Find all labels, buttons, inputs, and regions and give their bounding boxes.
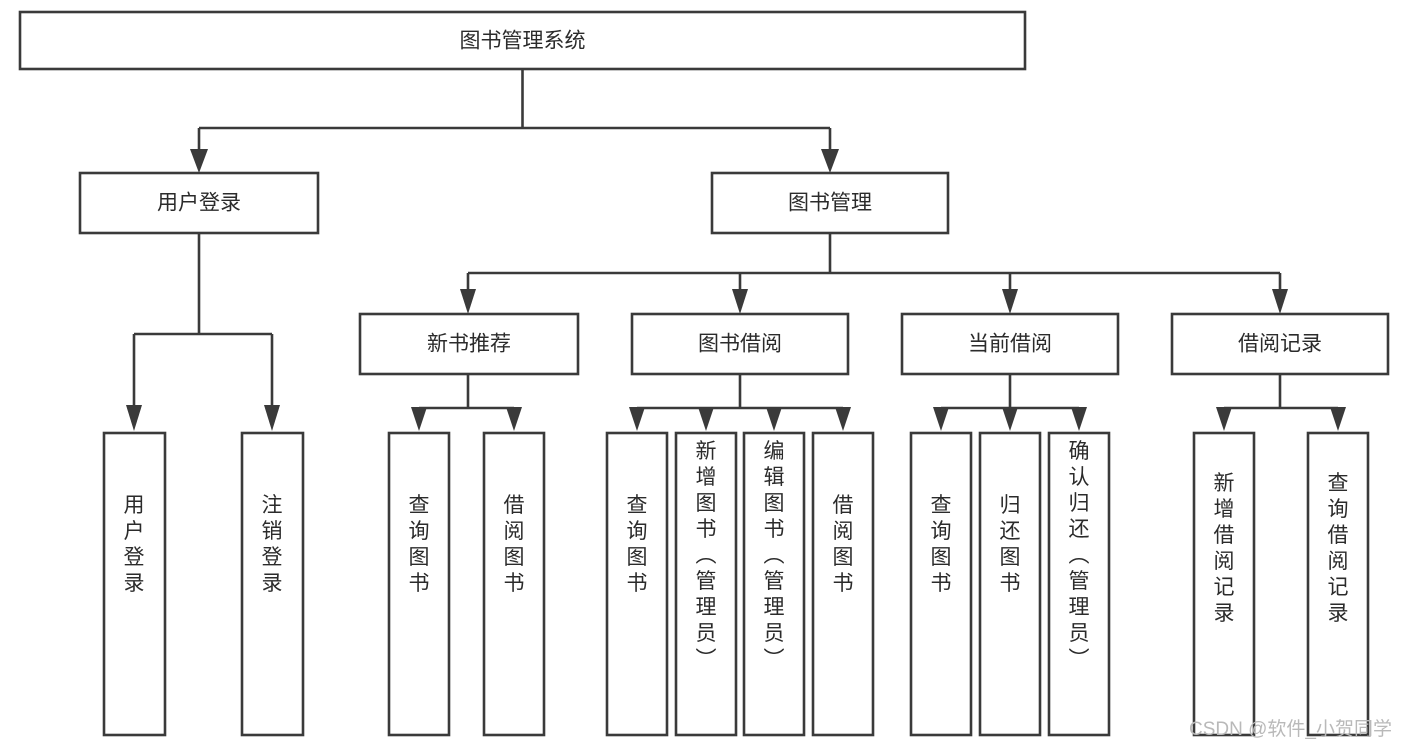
arrow-head-user-login (190, 149, 208, 173)
node-leaf-borrow-book-1-box[interactable] (482, 431, 546, 737)
arrow-head-leaf-borrow-book-1 (506, 407, 522, 431)
node-leaf-borrow-book-2-label: 借阅图书 (833, 494, 854, 595)
node-leaf-query-book-3-box[interactable] (909, 431, 973, 737)
node-leaf-add-book-admin-label: 新增图书︵管理员︶ (696, 440, 717, 671)
node-leaf-query-book-3-label: 查询图书 (931, 494, 952, 595)
node-leaf-query-book-3[interactable]: 查询图书 (909, 431, 973, 737)
arrow-head-book-management (821, 149, 839, 173)
node-leaf-query-book-1-box[interactable] (387, 431, 451, 737)
arrow-head-current-borrow (1002, 289, 1018, 314)
arrow-head-leaf-return-book (1002, 407, 1018, 431)
node-leaf-query-book-1[interactable]: 查询图书 (387, 431, 451, 737)
node-leaf-query-book-2-box[interactable] (605, 431, 669, 737)
node-current-borrow[interactable]: 当前借阅 (900, 312, 1120, 376)
arrow-head-leaf-query-book-3 (933, 407, 949, 431)
arrow-head-leaf-logout-login (264, 405, 280, 431)
node-leaf-query-book-2[interactable]: 查询图书 (605, 431, 669, 737)
node-root-label: 图书管理系统 (460, 30, 586, 53)
node-borrow-record-label: 借阅记录 (1238, 333, 1322, 356)
arrow-head-leaf-query-borrow-record (1330, 407, 1346, 431)
arrow-head-leaf-add-book-admin (698, 407, 714, 431)
node-leaf-user-login-box[interactable] (102, 431, 167, 737)
arrow-head-leaf-query-book-2 (629, 407, 645, 431)
node-user-login[interactable]: 用户登录 (78, 171, 320, 235)
connector-layer (126, 69, 1346, 431)
arrow-head-leaf-borrow-book-2 (835, 407, 851, 431)
node-book-management-box[interactable] (710, 171, 950, 235)
node-borrow-record[interactable]: 借阅记录 (1170, 312, 1390, 376)
node-leaf-query-borrow-record[interactable]: 查询借阅记录 (1306, 431, 1370, 737)
node-current-borrow-box[interactable] (900, 312, 1120, 376)
node-book-borrow-label: 图书借阅 (698, 333, 782, 356)
node-book-borrow-box[interactable] (630, 312, 850, 376)
node-leaf-add-book-admin-box[interactable] (674, 431, 738, 737)
node-leaf-query-borrow-record-label: 查询借阅记录 (1328, 472, 1349, 625)
node-new-book-recommend-label: 新书推荐 (427, 333, 511, 356)
node-current-borrow-label: 当前借阅 (968, 333, 1052, 356)
node-leaf-query-borrow-record-box[interactable] (1306, 431, 1370, 737)
node-leaf-edit-book-admin[interactable]: 编辑图书︵管理员︶ (742, 431, 806, 737)
watermark-label: CSDN @软件_小贺同学 (1189, 718, 1392, 740)
node-user-login-box[interactable] (78, 171, 320, 235)
node-user-login-label: 用户登录 (157, 192, 241, 215)
arrow-head-leaf-confirm-return-admin (1071, 407, 1087, 431)
node-leaf-add-borrow-record-label: 新增借阅记录 (1214, 472, 1235, 625)
arrow-head-leaf-add-borrow-record (1216, 407, 1232, 431)
node-book-management-label: 图书管理 (788, 192, 872, 215)
node-leaf-logout-login-box[interactable] (240, 431, 305, 737)
node-leaf-user-login-label: 用户登录 (124, 494, 145, 595)
node-new-book-recommend[interactable]: 新书推荐 (358, 312, 580, 376)
arrow-head-new-book-recommend (460, 289, 476, 314)
node-leaf-logout-login-label: 注销登录 (262, 494, 283, 595)
node-leaf-borrow-book-1[interactable]: 借阅图书 (482, 431, 546, 737)
node-leaf-user-login[interactable]: 用户登录 (102, 431, 167, 737)
node-leaf-confirm-return-admin-label: 确认归还︵管理员︶ (1069, 440, 1090, 671)
node-root[interactable]: 图书管理系统 (18, 10, 1027, 71)
node-leaf-confirm-return-admin[interactable]: 确认归还︵管理员︶ (1047, 431, 1111, 737)
arrow-head-book-borrow (732, 289, 748, 314)
node-leaf-edit-book-admin-label: 编辑图书︵管理员︶ (764, 440, 785, 671)
node-leaf-return-book[interactable]: 归还图书 (978, 431, 1042, 737)
arrow-head-borrow-record (1272, 289, 1288, 314)
node-leaf-borrow-book-1-label: 借阅图书 (504, 494, 525, 595)
node-book-borrow[interactable]: 图书借阅 (630, 312, 850, 376)
node-root-box[interactable] (18, 10, 1027, 71)
node-borrow-record-box[interactable] (1170, 312, 1390, 376)
node-leaf-borrow-book-2[interactable]: 借阅图书 (811, 431, 875, 737)
node-leaf-confirm-return-admin-box[interactable] (1047, 431, 1111, 737)
node-new-book-recommend-box[interactable] (358, 312, 580, 376)
arrow-head-leaf-query-book-1 (411, 407, 427, 431)
node-leaf-return-book-label: 归还图书 (1000, 494, 1021, 595)
node-book-management[interactable]: 图书管理 (710, 171, 950, 235)
arrow-head-leaf-user-login (126, 405, 142, 431)
node-leaf-add-borrow-record-box[interactable] (1192, 431, 1256, 737)
node-leaf-query-book-2-label: 查询图书 (627, 494, 648, 595)
arrow-head-leaf-edit-book-admin (766, 407, 782, 431)
node-leaf-query-book-1-label: 查询图书 (409, 494, 430, 595)
node-leaf-borrow-book-2-box[interactable] (811, 431, 875, 737)
node-leaf-edit-book-admin-box[interactable] (742, 431, 806, 737)
node-leaf-add-borrow-record[interactable]: 新增借阅记录 (1192, 431, 1256, 737)
node-leaf-return-book-box[interactable] (978, 431, 1042, 737)
node-leaf-add-book-admin[interactable]: 新增图书︵管理员︶ (674, 431, 738, 737)
node-leaf-logout-login[interactable]: 注销登录 (240, 431, 305, 737)
